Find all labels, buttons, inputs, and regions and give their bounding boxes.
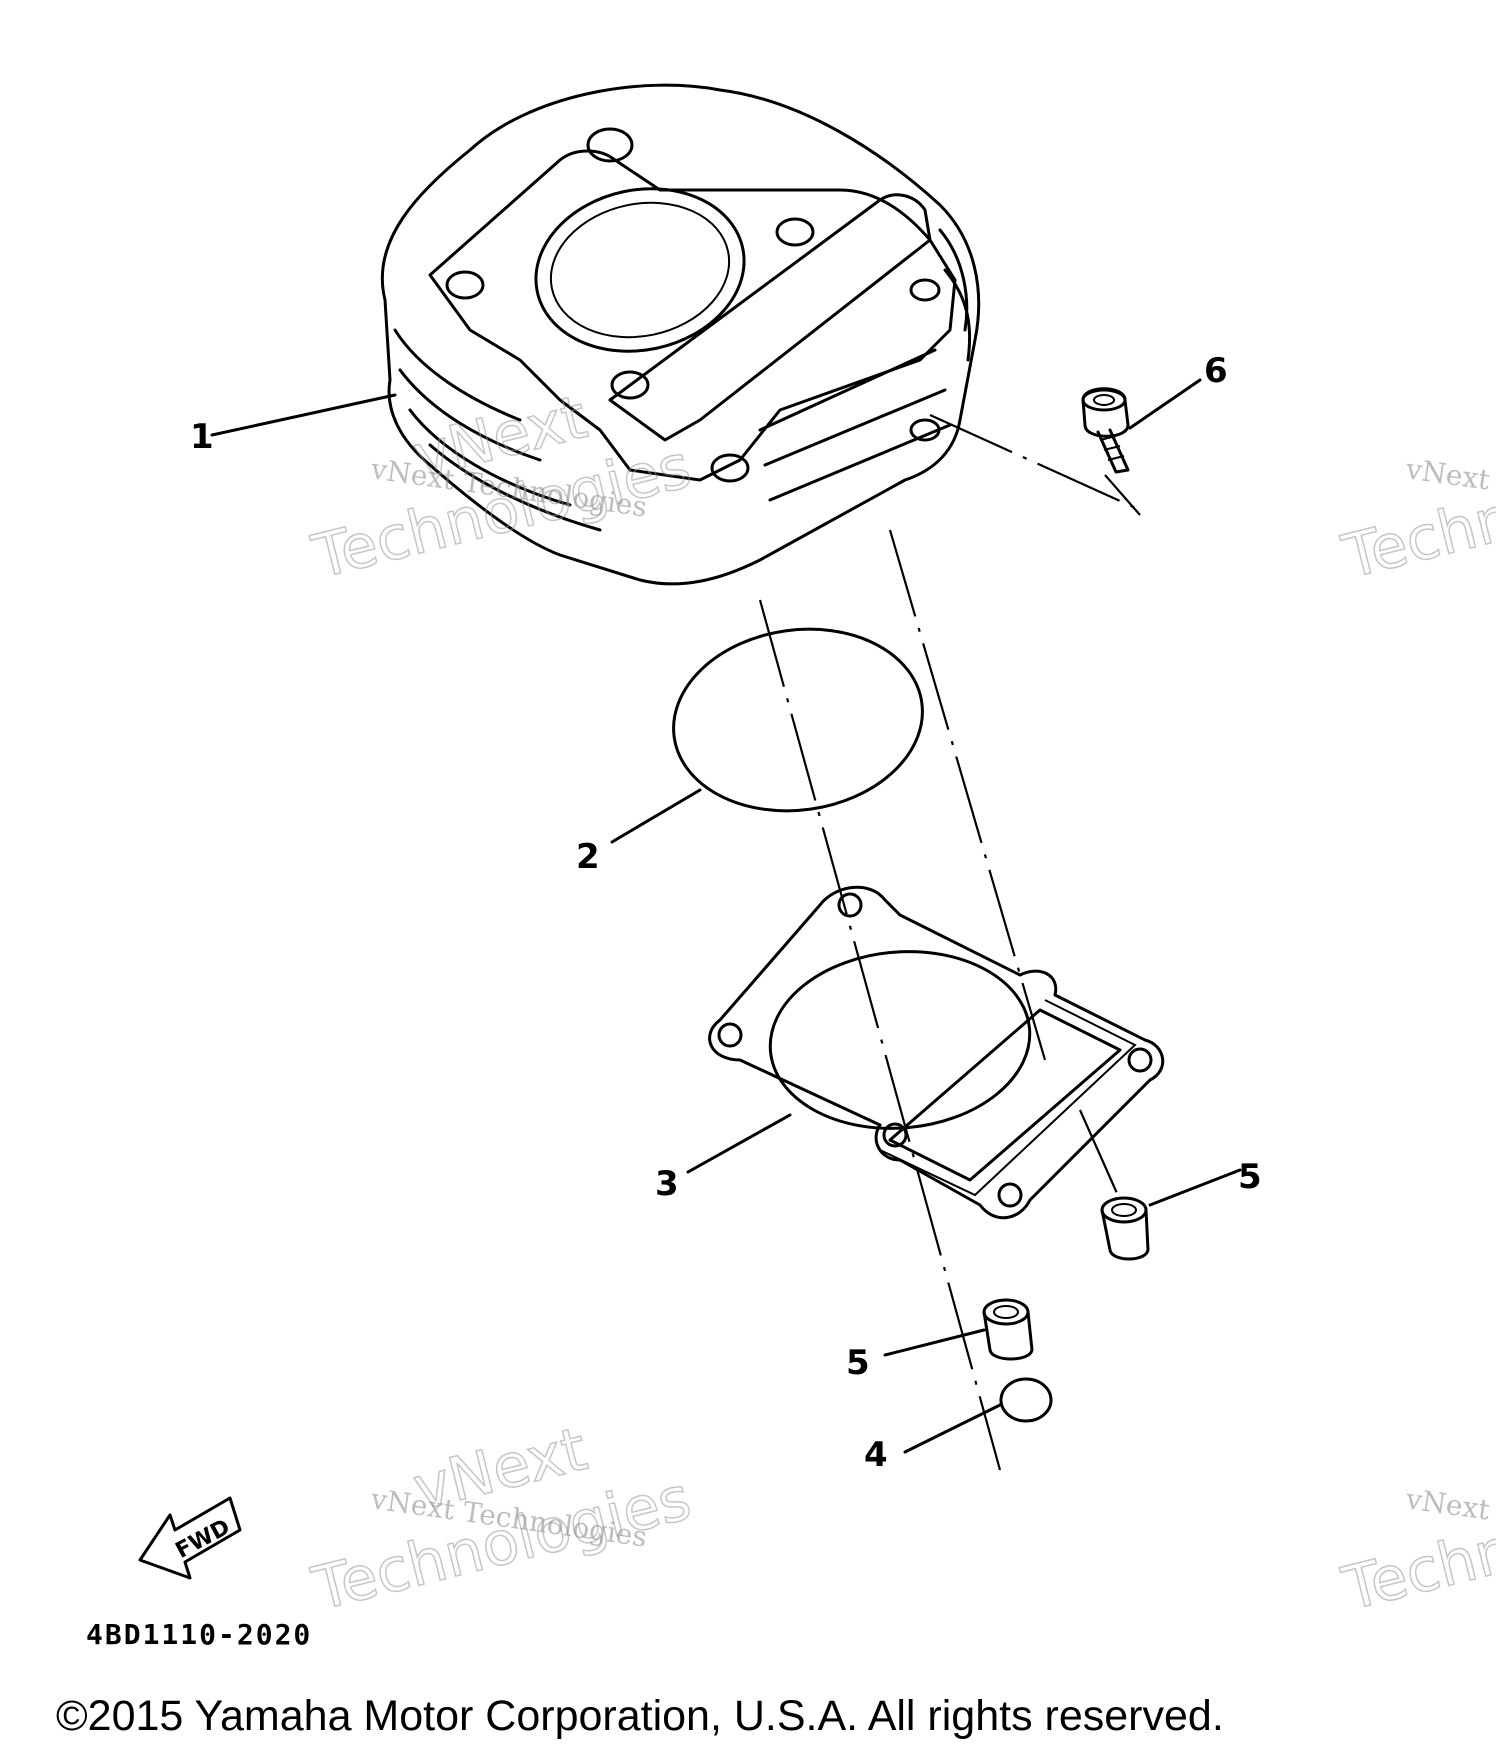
- watermark: vNext Technologies vNext Technologies: [305, 381, 698, 593]
- copyright-notice: ©2015 Yamaha Motor Corporation, U.S.A. A…: [56, 1692, 1224, 1740]
- watermark: vNext Technologies Technologies: [1335, 431, 1496, 594]
- fwd-arrow-icon: FWD: [138, 1496, 242, 1580]
- callout-label: 3: [655, 1164, 679, 1204]
- cap-part[interactable]: [999, 1377, 1053, 1423]
- fwd-label: FWD: [172, 1515, 235, 1564]
- watermark: vNext Technologies Technologies: [1335, 1463, 1496, 1626]
- callout-label: 5: [846, 1343, 870, 1383]
- callout-label: 6: [1204, 351, 1228, 391]
- alignment-lines: [758, 413, 1141, 1471]
- callout-label: 1: [190, 417, 214, 457]
- callout-label: 5: [1238, 1157, 1262, 1197]
- watermark: vNext Technologies vNext Technologies: [305, 1413, 698, 1625]
- cylinder-part[interactable]: [380, 83, 981, 586]
- o-ring-part[interactable]: [662, 613, 935, 826]
- diagram-code: 4BD1110-2020: [86, 1618, 313, 1651]
- dowel-pin-part[interactable]: [982, 1298, 1034, 1361]
- gasket-part[interactable]: [708, 885, 1165, 1220]
- leader-lines: [210, 378, 1242, 1454]
- bolt-part[interactable]: [1081, 387, 1130, 474]
- callout-label: 4: [864, 1435, 888, 1475]
- dowel-pin-part[interactable]: [1100, 1196, 1150, 1261]
- callout-label: 2: [576, 837, 600, 877]
